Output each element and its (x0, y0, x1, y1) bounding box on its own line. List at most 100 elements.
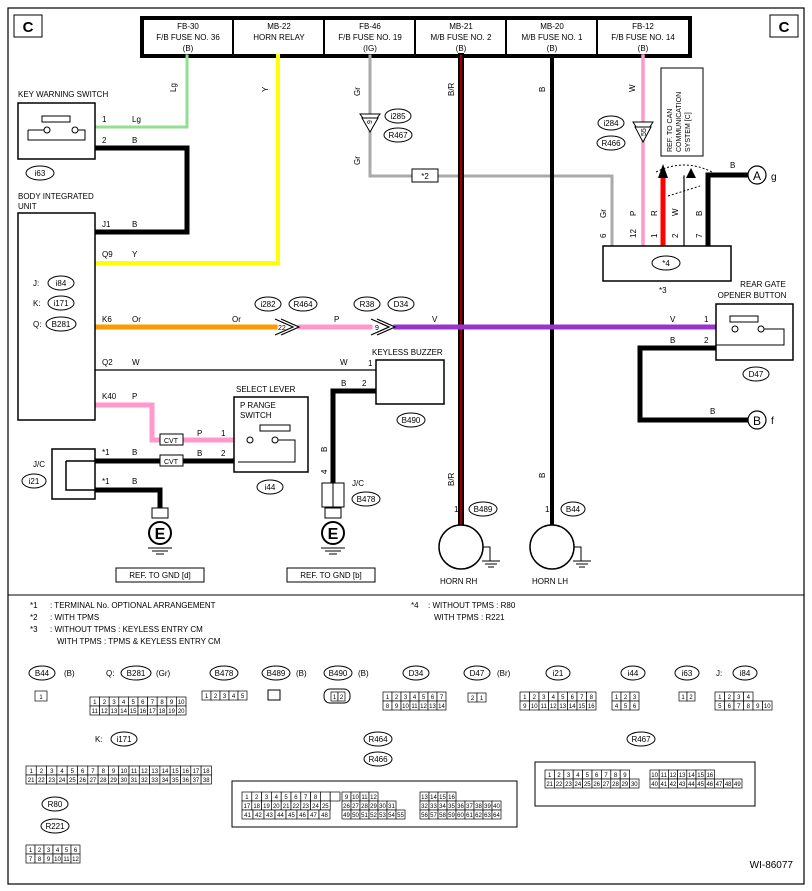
pin22: 22 (278, 325, 286, 332)
cv-i171-grid-pin-number: 11 (131, 769, 138, 775)
label-pin1-buzzer: 1 (368, 359, 373, 368)
cv-d34-grid-pin-number: 12 (420, 704, 427, 710)
cv-q: Q: (106, 669, 114, 678)
cv-r80-grid-pin-number: 1 (29, 848, 33, 854)
label-v-mid: V (432, 315, 438, 324)
label-or-k6: Or (132, 315, 141, 324)
cv-b490-color: (B) (358, 669, 369, 678)
cv-r464-grid-b-pin-number: 43 (266, 813, 273, 819)
cv-r464-grid-b-pin-number: 48 (321, 813, 328, 819)
cv-r467-grid-pin-number: 25 (584, 782, 591, 788)
cv-r466-grid-b-pin-number: 13 (421, 795, 428, 801)
fuse-fb46-name: F/B FUSE NO. 19 (338, 33, 402, 42)
fuse-mb20-name: M/B FUSE NO. 1 (522, 33, 583, 42)
cv-r466-grid-b-pin-number: 37 (466, 804, 473, 810)
cv-i171-grid-pin-number: 12 (141, 769, 148, 775)
cv-b490-grid-pin-number: 2 (340, 695, 344, 701)
keyless-buzzer-label: KEYLESS BUZZER (372, 348, 443, 357)
cv-r466-grid-b-pin-number: 63 (484, 813, 491, 819)
cv-k: K: (95, 735, 103, 744)
page-frame (7, 7, 805, 885)
cv-r80-grid-pin-number: 11 (63, 857, 70, 863)
cv-r80-grid-pin-number: 5 (65, 848, 69, 854)
fuse-mb22-name: HORN RELAY (253, 33, 305, 42)
cv-r466-grid-b-pin-number: 33 (430, 804, 437, 810)
label-lg-kws: Lg (132, 115, 141, 124)
label-b-horn-bottom: B (538, 473, 547, 478)
cvt-box-1: CVT (164, 438, 179, 445)
cv-r80-grid-pin-number: 12 (72, 857, 79, 863)
cv-i171-grid-pin-number: 28 (100, 778, 107, 784)
ref-can-3: SYSTEM [C] (685, 112, 692, 152)
cv-b478-grid-pin-number: 5 (241, 694, 245, 700)
cv-r464-grid-b-pin-number: 45 (288, 813, 295, 819)
label-k6: K6 (102, 315, 112, 324)
cv-r467-grid-pin-number: 21 (546, 782, 553, 788)
cv-d47-grid-pin-cell (476, 692, 487, 703)
cv-r466-grid-b-pin-number: 38 (475, 804, 482, 810)
note-3b-text: WITH TPMS : TPMS & KEYLESS ENTRY CM (57, 637, 221, 646)
cv-r466-grid-pin-cell (395, 809, 406, 820)
cv-r466-grid-b-pin-number: 60 (457, 813, 464, 819)
cv-d34-grid-pin-number: 4 (413, 695, 417, 701)
cv-i171-grid-pin-number: 7 (91, 769, 95, 775)
label-pin4-jc: 4 (320, 469, 329, 474)
cv-b281-grid-pin-number: 15 (130, 709, 137, 715)
cv-b281-grid-pin-number: 3 (112, 700, 116, 706)
cv-d34-grid-pin-number: 11 (411, 704, 418, 710)
conn-d47-tag: D47 (749, 370, 764, 379)
cv-r466-grid-pin-number: 12 (370, 795, 377, 801)
notes: *1 : TERMINAL No. OPTIONAL ARRANGEMENT *… (30, 601, 516, 646)
keyless-entry-cm: *4 *3 REF. TO CAN COMMUNICATION SYSTEM [… (602, 67, 777, 295)
label-or-mid: Or (232, 315, 241, 324)
conn-i21-tag: i21 (29, 477, 40, 486)
cv-r464-grid-pin-number: 23 (302, 804, 309, 810)
cv-i21-grid-pin-number: 12 (550, 704, 557, 710)
cv-r466-grid-pin-number: 52 (370, 813, 377, 819)
cv-r466-grid-pin-number: 30 (379, 804, 386, 810)
cv-r466-grid-b-pin-number: 16 (448, 795, 455, 801)
fuse-header: FB-30 F/B FUSE NO. 36 (B) MB-22 HORN REL… (140, 16, 692, 58)
cv-r464-grid-b-pin-cell (318, 809, 331, 820)
body-unit-k: K: (33, 299, 41, 308)
fuse-fb12-name: F/B FUSE NO. 14 (611, 33, 675, 42)
keyless-buzzer: KEYLESS BUZZER 1 2 B B490 (341, 348, 445, 428)
conn-b489-tag: B489 (474, 505, 493, 514)
body-unit-i84: i84 (56, 279, 67, 288)
cv-i171-grid-pin-number: 36 (182, 778, 189, 784)
cv-r80-grid-pin-number: 4 (56, 848, 60, 854)
wire-b-kws (92, 145, 190, 235)
cv-i171-grid-pin-number: 18 (203, 769, 210, 775)
body-unit-q: Q: (33, 320, 41, 329)
label-j1: J1 (102, 220, 111, 229)
cv-r464-grid-pin-number: 8 (314, 795, 318, 801)
cv-i171-grid-pin-number: 37 (193, 778, 200, 784)
cv-r464-grid-pin-cell (329, 791, 341, 802)
key-warning-switch: KEY WARNING SWITCH i63 (17, 90, 108, 181)
cv-i21-grid-pin-number: 2 (533, 695, 537, 701)
cv-i171-grid-pin-number: 21 (28, 778, 35, 784)
ground-e-left: E REF. TO GND [d] (115, 507, 205, 583)
conn-r464: R464 (293, 300, 313, 309)
offpage-b-sub: f (771, 416, 774, 427)
cv-r467-grid-b-pin-number: 46 (706, 782, 713, 788)
cv-i21-grid-pin-number: 6 (571, 695, 575, 701)
cv-d34-grid-pin-number: 2 (395, 695, 399, 701)
cv-b489: B489 (267, 669, 286, 678)
cv-b281-grid-pin-number: 7 (151, 700, 155, 706)
body-unit-b281: B281 (52, 320, 71, 329)
cv-b478-grid-pin-number: 2 (214, 694, 218, 700)
conn-i63-tag: i63 (35, 169, 46, 178)
cv-d34-grid-pin-number: 1 (386, 695, 390, 701)
label-p-prange: P (197, 429, 202, 438)
label-k40: K40 (102, 392, 117, 401)
cv-i84-grid-pin-number: 4 (747, 695, 751, 701)
note-3-mark: *3 (30, 625, 38, 634)
cv-b44-grid-pin-cell (34, 690, 48, 702)
cv-r466-grid-b-pin-number: 59 (448, 813, 455, 819)
cv-d34-grid-pin-number: 10 (402, 704, 409, 710)
footer-id: WI-86077 (750, 860, 794, 871)
horn-rh-label: HORN RH (440, 577, 478, 586)
body-integrated-unit: BODY INTEGRATED UNIT J: i84 K: i171 Q: B… (17, 192, 96, 421)
